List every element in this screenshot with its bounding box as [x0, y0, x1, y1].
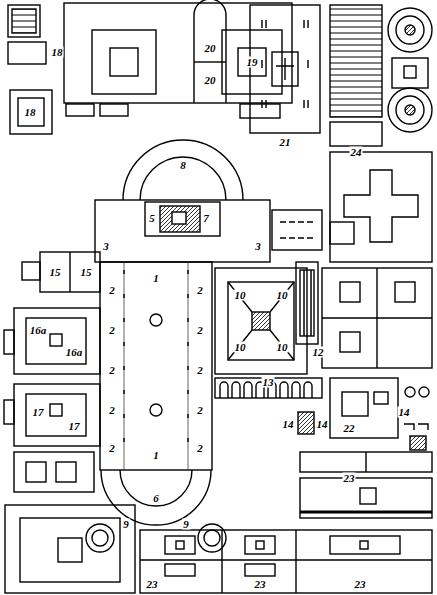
callout-number: 2 [108, 325, 116, 336]
callout-number: 21 [279, 137, 292, 148]
callout-number: 9 [122, 519, 130, 530]
callout-number: 16a [65, 347, 84, 358]
callout-number: 19 [246, 57, 259, 68]
callout-number: 9 [182, 519, 190, 530]
callout-number: 3 [102, 241, 110, 252]
callout-number: 5 [148, 213, 156, 224]
callout-number: 12 [312, 347, 325, 358]
callout-number: 2 [196, 325, 204, 336]
callout-number: 3 [254, 241, 262, 252]
callout-number: 2 [196, 443, 204, 454]
callout-number: 20 [204, 43, 217, 54]
callout-number: 18 [51, 47, 64, 58]
callout-number: 14 [282, 419, 295, 430]
callout-number: 23 [146, 579, 159, 590]
callout-number: 6 [152, 493, 160, 504]
callout-number: 16a [29, 325, 48, 336]
callout-number: 1 [152, 450, 160, 461]
callout-number: 14 [398, 407, 411, 418]
callout-number: 17 [32, 407, 45, 418]
callout-number: 2 [196, 405, 204, 416]
callout-number: 10 [276, 290, 289, 301]
callout-number: 13 [262, 377, 275, 388]
callout-number: 2 [108, 443, 116, 454]
callout-number: 22 [343, 423, 356, 434]
callout-number: 7 [202, 213, 210, 224]
callout-number: 23 [354, 579, 367, 590]
callout-number: 24 [350, 147, 363, 158]
callout-number: 18 [24, 107, 37, 118]
callout-number: 1 [152, 273, 160, 284]
callout-number: 2 [196, 365, 204, 376]
callout-number: 20 [204, 75, 217, 86]
callout-number: 14 [316, 419, 329, 430]
callout-number: 2 [108, 405, 116, 416]
callout-number: 8 [179, 160, 187, 171]
callout-number: 10 [234, 290, 247, 301]
callout-number: 23 [343, 473, 356, 484]
callout-number: 10 [276, 342, 289, 353]
callout-number: 2 [196, 285, 204, 296]
callout-number: 2 [108, 365, 116, 376]
callout-number: 10 [234, 342, 247, 353]
callout-number: 17 [68, 421, 81, 432]
callout-number: 15 [49, 267, 62, 278]
callout-number: 2 [108, 285, 116, 296]
callout-number: 23 [254, 579, 267, 590]
callout-number: 15 [80, 267, 93, 278]
